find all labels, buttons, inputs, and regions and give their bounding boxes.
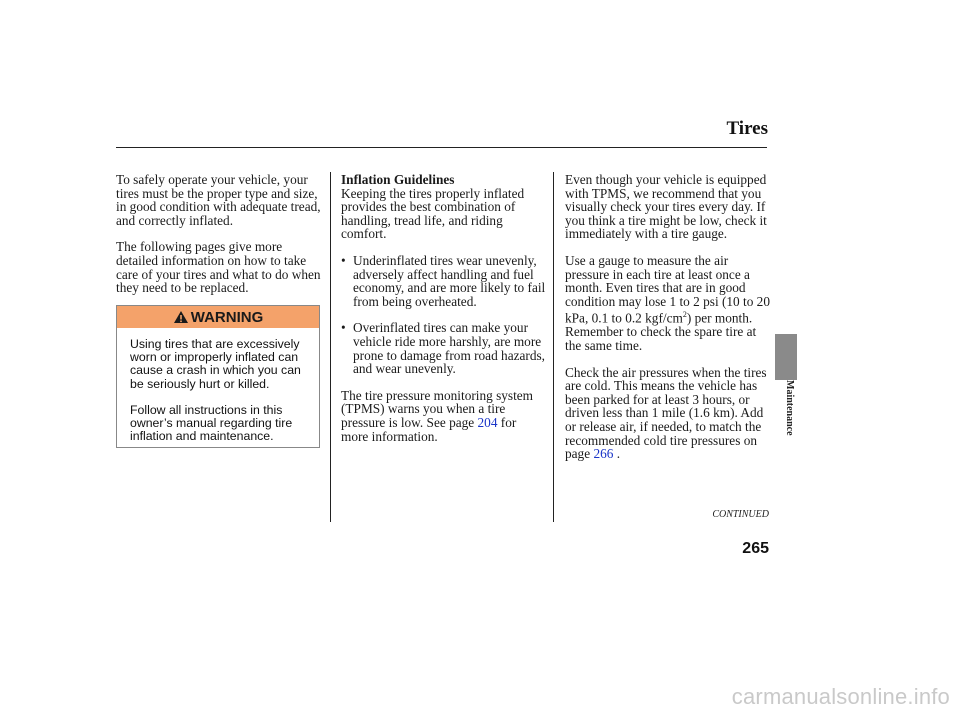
warning-body: Using tires that are excessively worn or… [117, 328, 319, 443]
column-divider-2 [553, 172, 554, 522]
warning-header: WARNING [117, 306, 319, 328]
visual-check-paragraph: Even though your vehicle is equipped wit… [565, 172, 767, 242]
section-heading: Inflation Guidelines [341, 172, 455, 187]
intro-paragraph: To safely operate your vehicle, your tir… [116, 172, 321, 228]
page-title: Tires [726, 118, 768, 139]
header-rule [116, 147, 767, 148]
cold-text-end: . [613, 446, 621, 462]
care-paragraph: The following pages give more detailed i… [116, 239, 321, 296]
column-3: Even though your vehicle is equipped wit… [565, 173, 770, 461]
warning-triangle-icon [173, 311, 188, 323]
cold-text: Check the air pressures when the tires a… [565, 364, 767, 462]
cold-check-paragraph: Check the air pressures when the tires a… [565, 364, 770, 462]
page-link-266[interactable]: 266 [593, 446, 614, 462]
inflation-intro: Keeping the tires properly inflated prov… [341, 185, 525, 242]
tpms-paragraph: The tire pressure monitoring system (TPM… [341, 387, 546, 444]
watermark: carmanualsonline.info [731, 684, 950, 709]
continued-label: CONTINUED [712, 509, 769, 520]
bullet-list: Underinflated tires wear unevenly, adver… [341, 254, 546, 376]
warning-text-2: Follow all instructions in this owner’s … [130, 402, 293, 444]
column-divider-1 [330, 172, 331, 522]
warning-text-1: Using tires that are excessively worn or… [130, 337, 301, 391]
column-2: Inflation Guidelines Keeping the tires p… [341, 173, 546, 443]
warning-label: WARNING [190, 308, 264, 326]
column-1: To safely operate your vehicle, your tir… [116, 173, 324, 295]
page-number: 265 [742, 540, 769, 557]
list-item: Underinflated tires wear unevenly, adver… [341, 254, 546, 308]
tpms-text: The tire pressure monitoring system (TPM… [341, 387, 534, 430]
superscript: 2 [682, 310, 687, 320]
gauge-text: Use a gauge to measure the air pressure … [565, 252, 770, 326]
gauge-paragraph: Use a gauge to measure the air pressure … [565, 254, 770, 353]
tpms-text-end: for more information. [341, 414, 517, 444]
warning-box: WARNING Using tires that are excessively… [116, 305, 320, 448]
page-link-204[interactable]: 204 [477, 414, 498, 430]
list-item: Overinflated tires can make your vehicle… [341, 321, 546, 375]
section-tab [775, 334, 797, 380]
gauge-text-end: ) per month. Remember to check the spare… [565, 310, 757, 353]
section-label: Maintenance [784, 380, 795, 436]
